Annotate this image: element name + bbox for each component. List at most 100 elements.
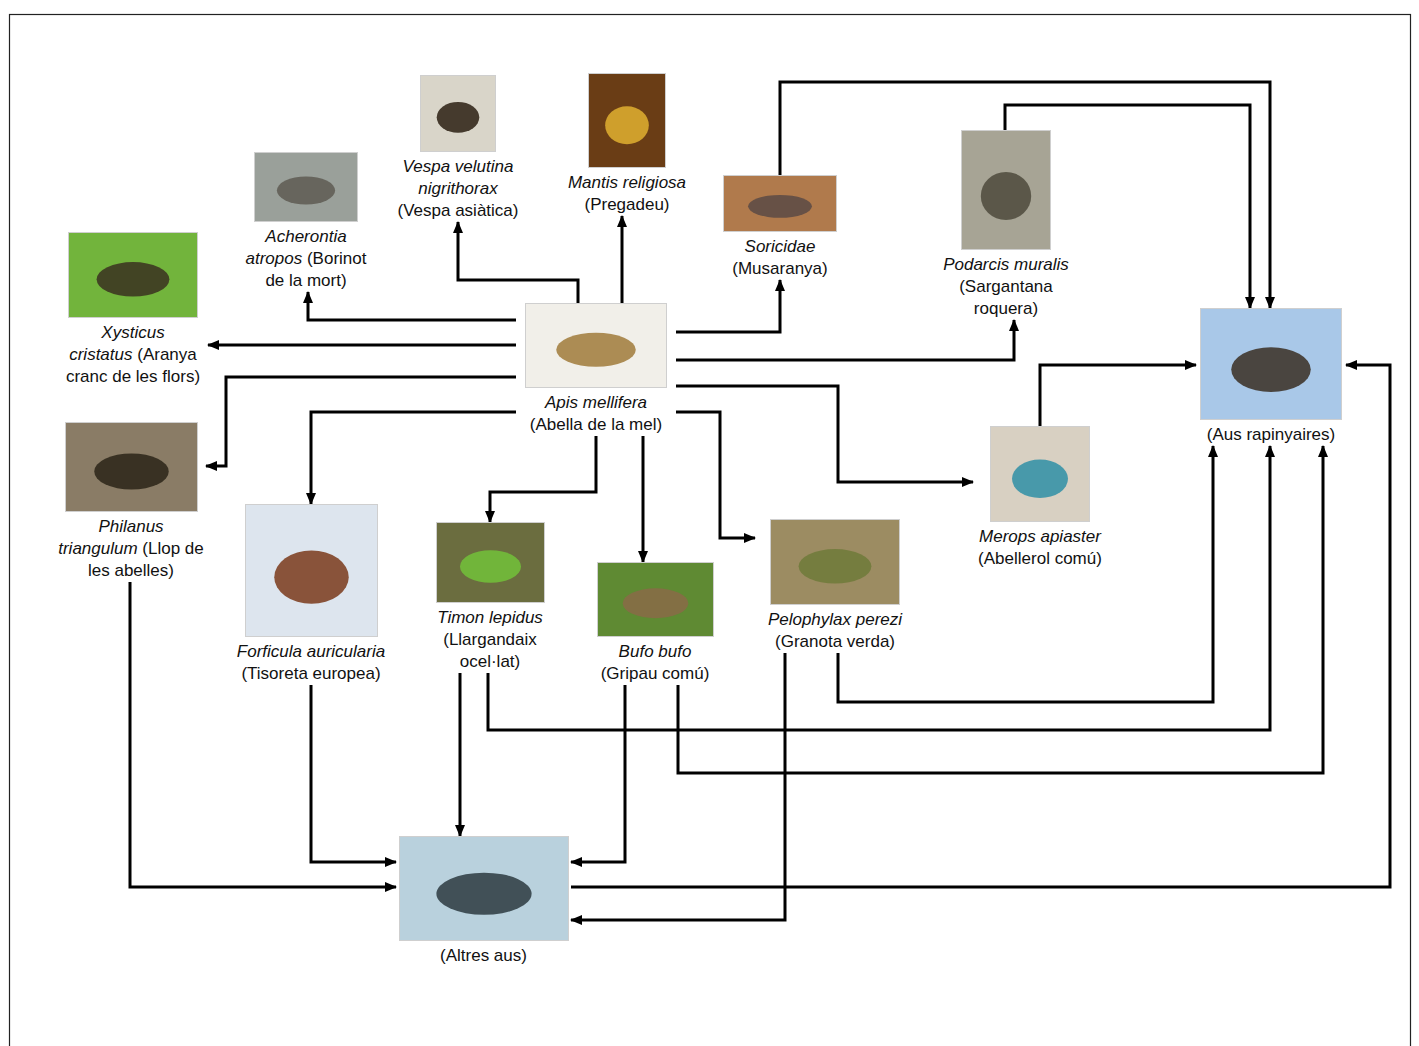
- species-photo: [990, 426, 1090, 522]
- photo-subject: [68, 232, 198, 318]
- food-arrow: [642, 436, 645, 562]
- species-caption: (Altres aus): [396, 945, 571, 967]
- common-name: (Tisoreta europea): [221, 663, 401, 685]
- photo-subject: [436, 522, 545, 603]
- food-arrow: [621, 216, 624, 303]
- species-node: Apis mellifera(Abella de la mel): [516, 303, 676, 436]
- species-caption: Xysticus cristatus(Aranya cranc de les f…: [58, 322, 208, 388]
- scientific-name: Mantis religiosa: [552, 172, 702, 194]
- species-caption: Timon lepidus(Llargandaix ocel·lat): [425, 607, 555, 673]
- food-arrow: [206, 377, 516, 466]
- species-node: Timon lepidus(Llargandaix ocel·lat): [425, 522, 555, 673]
- photo-subject: [961, 130, 1051, 250]
- species-node: Bufo bufo(Gripau comú): [590, 562, 720, 685]
- species-node: Soricidae(Musaranya): [715, 175, 845, 280]
- scientific-name: Vespa velutina nigrithorax: [383, 156, 533, 200]
- photo-subject: [254, 152, 358, 222]
- species-photo: [254, 152, 358, 222]
- food-arrow: [490, 436, 596, 522]
- photo-subject: [1200, 308, 1342, 420]
- common-name: (Sargantana roquera): [931, 276, 1081, 320]
- species-photo: [525, 303, 667, 388]
- food-arrow: [488, 446, 1270, 730]
- species-node: Acherontia atropos(Borinot de la mort): [236, 152, 376, 292]
- photo-subject: [723, 175, 837, 232]
- species-node: Philanus triangulum(Llop de les abelles): [56, 422, 206, 582]
- species-node: (Aus rapinyaires): [1196, 308, 1346, 446]
- common-name: (Musaranya): [715, 258, 845, 280]
- species-caption: Bufo bufo(Gripau comú): [590, 641, 720, 685]
- photo-subject: [245, 504, 378, 637]
- food-arrow: [311, 412, 516, 504]
- species-photo: [420, 75, 496, 152]
- food-arrow: [676, 280, 780, 332]
- species-caption: Apis mellifera(Abella de la mel): [516, 392, 676, 436]
- food-arrow: [571, 653, 785, 920]
- photo-subject: [990, 426, 1090, 522]
- common-name: (Vespa asiàtica): [383, 200, 533, 222]
- photo-subject: [65, 422, 198, 512]
- species-caption: Podarcis muralis(Sargantana roquera): [931, 254, 1081, 320]
- scientific-name: Apis mellifera: [516, 392, 676, 414]
- species-caption: Philanus triangulum(Llop de les abelles): [56, 516, 206, 582]
- species-node: Xysticus cristatus(Aranya cranc de les f…: [58, 232, 208, 388]
- species-photo: [68, 232, 198, 318]
- species-node: Forficula auricularia(Tisoreta europea): [221, 504, 401, 685]
- species-node: Merops apiaster(Abellerol comú): [973, 426, 1107, 570]
- photo-subject: [399, 836, 569, 941]
- scientific-name: Merops apiaster: [973, 526, 1107, 548]
- common-name: (Gripau comú): [590, 663, 720, 685]
- food-arrow: [780, 82, 1270, 308]
- photo-subject: [420, 75, 496, 152]
- food-arrow: [459, 673, 462, 836]
- species-node: Pelophylax perezi(Granota verda): [755, 519, 915, 653]
- photo-subject: [588, 73, 666, 168]
- common-name: (Granota verda): [755, 631, 915, 653]
- scientific-name: Podarcis muralis: [931, 254, 1081, 276]
- common-name: (Altres aus): [396, 945, 571, 967]
- common-name: (Pregadeu): [552, 194, 702, 216]
- food-arrow: [208, 344, 516, 347]
- species-caption: Soricidae(Musaranya): [715, 236, 845, 280]
- species-caption: (Aus rapinyaires): [1196, 424, 1346, 446]
- species-photo: [245, 504, 378, 637]
- common-name: (Llargandaix ocel·lat): [425, 629, 555, 673]
- food-arrow: [676, 412, 755, 538]
- species-node: Vespa velutina nigrithorax(Vespa asiàtic…: [383, 75, 533, 222]
- scientific-name: Soricidae: [715, 236, 845, 258]
- species-photo: [1200, 308, 1342, 420]
- food-arrow: [571, 685, 625, 862]
- food-arrow: [571, 365, 1390, 887]
- species-caption: Vespa velutina nigrithorax(Vespa asiàtic…: [383, 156, 533, 222]
- species-caption: Forficula auricularia(Tisoreta europea): [221, 641, 401, 685]
- species-photo: [961, 130, 1051, 250]
- food-arrow: [1040, 365, 1196, 426]
- photo-subject: [597, 562, 714, 637]
- species-photo: [399, 836, 569, 941]
- scientific-name: Bufo bufo: [590, 641, 720, 663]
- food-arrow: [458, 222, 578, 303]
- species-photo: [597, 562, 714, 637]
- species-photo: [65, 422, 198, 512]
- species-node: (Altres aus): [396, 836, 571, 967]
- photo-subject: [525, 303, 667, 388]
- common-name: (Abella de la mel): [516, 414, 676, 436]
- species-caption: Mantis religiosa(Pregadeu): [552, 172, 702, 216]
- food-arrow: [676, 320, 1014, 360]
- species-node: Mantis religiosa(Pregadeu): [552, 73, 702, 216]
- scientific-name: Forficula auricularia: [221, 641, 401, 663]
- species-caption: Acherontia atropos(Borinot de la mort): [236, 226, 376, 292]
- common-name: (Aus rapinyaires): [1196, 424, 1346, 446]
- outer-border: [10, 15, 1411, 1046]
- scientific-name: Pelophylax perezi: [755, 609, 915, 631]
- species-photo: [723, 175, 837, 232]
- species-photo: [588, 73, 666, 168]
- photo-subject: [770, 519, 900, 605]
- species-photo: [436, 522, 545, 603]
- species-caption: Merops apiaster(Abellerol comú): [973, 526, 1107, 570]
- species-photo: [770, 519, 900, 605]
- common-name: (Abellerol comú): [973, 548, 1107, 570]
